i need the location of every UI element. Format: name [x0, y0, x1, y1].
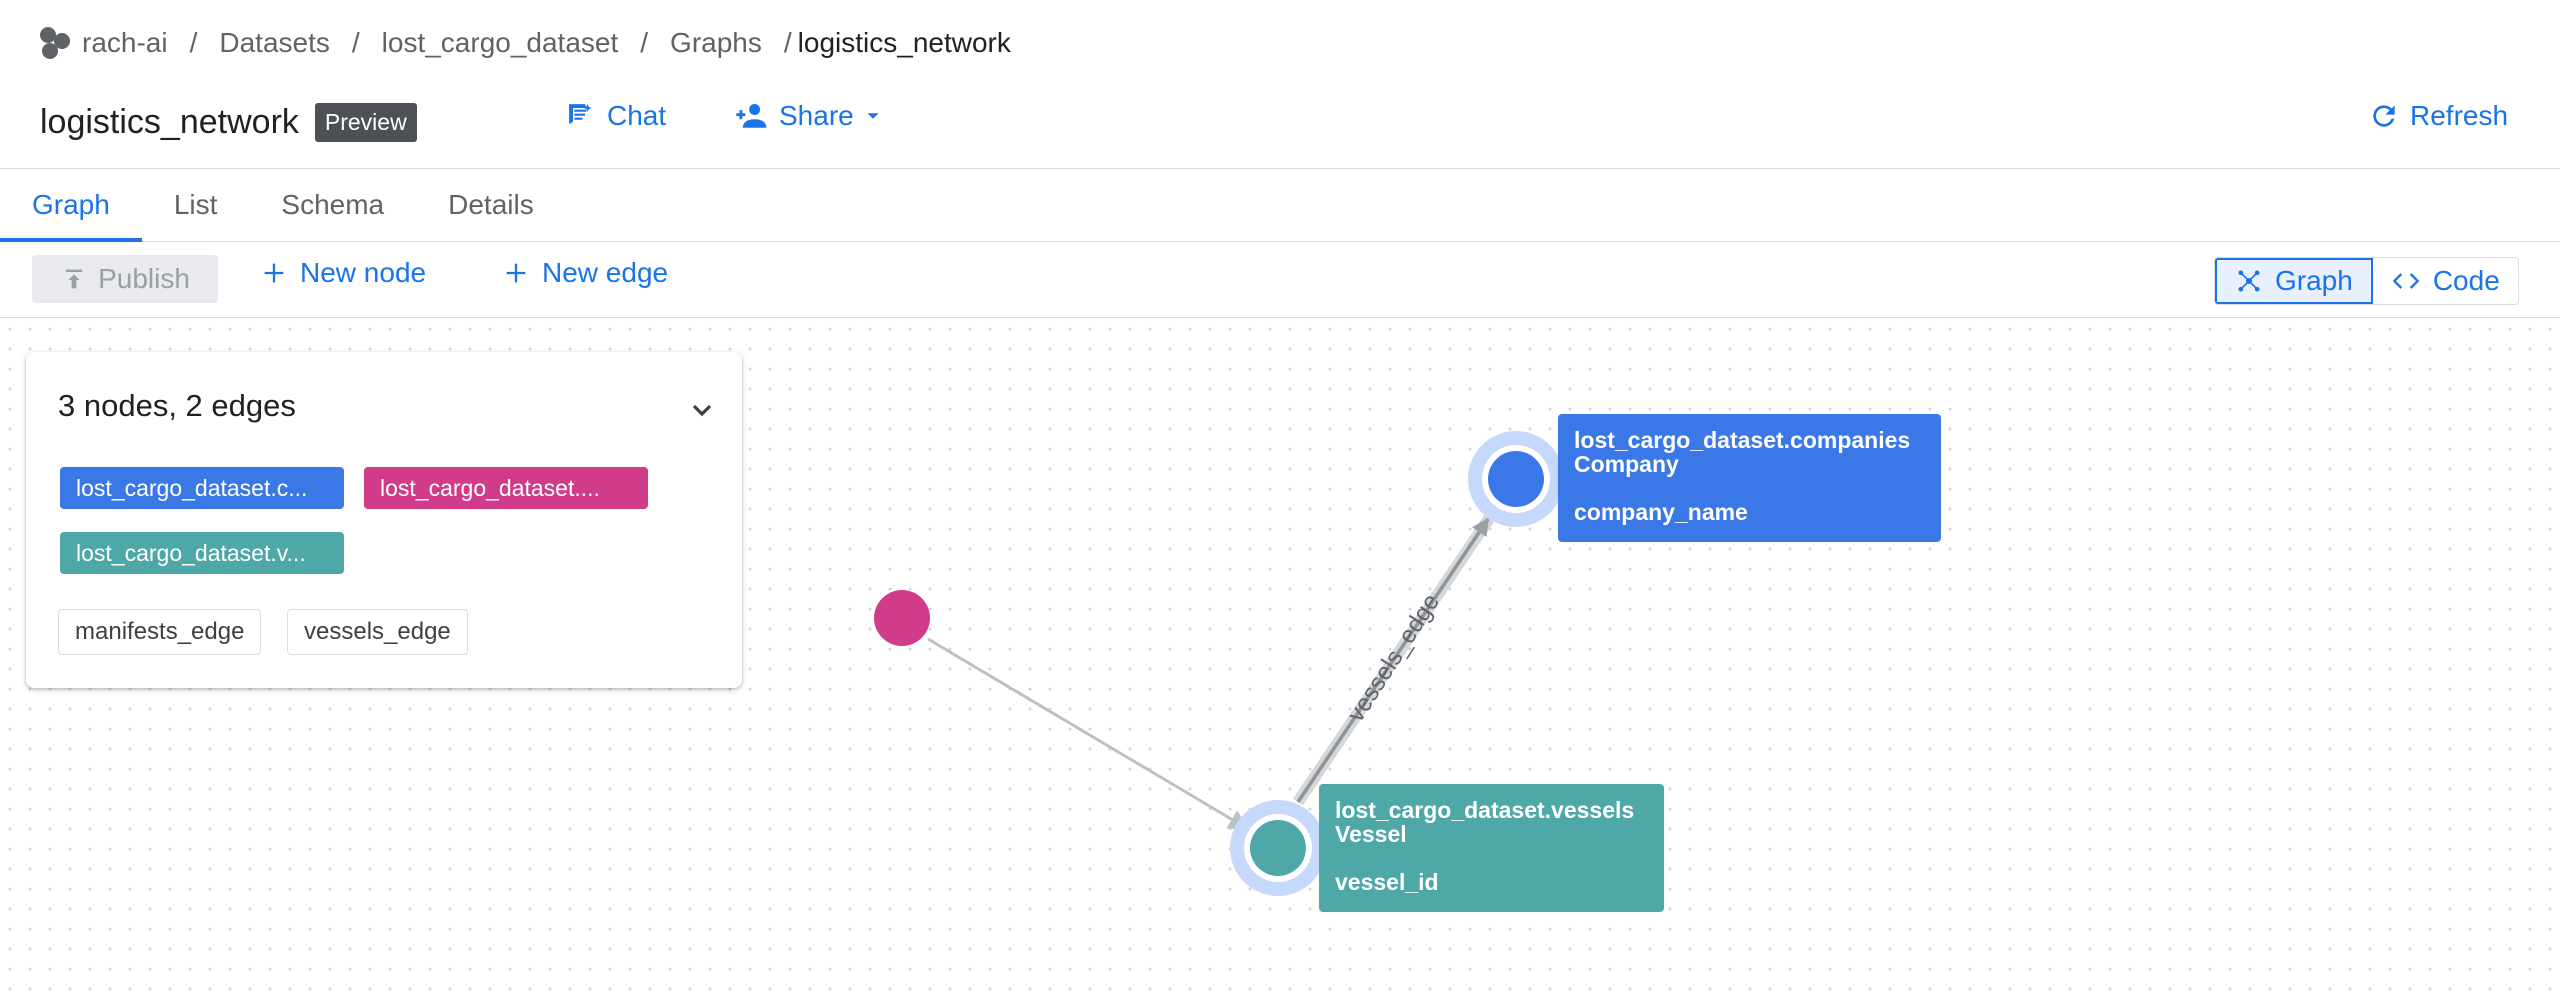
breadcrumb-separator: /: [783, 27, 792, 58]
vessel-node-label[interactable]: lost_cargo_dataset.vessels Vessel vessel…: [1319, 784, 1664, 912]
new-node-button[interactable]: New node: [260, 257, 426, 289]
summary-title: 3 nodes, 2 edges: [58, 388, 296, 423]
page-title: logistics_network: [40, 102, 299, 141]
company-node-table: lost_cargo_dataset.companies: [1574, 427, 1911, 453]
chat-button[interactable]: Chat: [565, 100, 666, 132]
node-chip-manifests[interactable]: lost_cargo_dataset....: [364, 467, 648, 509]
breadcrumb-graphs[interactable]: Graphs: [670, 27, 762, 58]
plus-icon: [506, 263, 526, 283]
view-code-label: Code: [2432, 265, 2500, 296]
add-person-icon: [736, 103, 767, 128]
share-label: Share: [779, 100, 854, 131]
breadcrumb-separator: /: [640, 27, 649, 58]
code-icon: [2392, 273, 2420, 289]
node-chip-vessels[interactable]: lost_cargo_dataset.v...: [60, 532, 344, 574]
graph-canvas[interactable]: vessels_edge lost_cargo_dataset.companie…: [0, 319, 2560, 992]
tab-schema[interactable]: Schema: [281, 189, 385, 220]
graph-hub-icon: [2238, 270, 2260, 292]
refresh-icon: [2373, 105, 2395, 127]
chat-icon: [569, 104, 592, 124]
company-node-label[interactable]: lost_cargo_dataset.companies Company com…: [1558, 414, 1941, 542]
manifests-edge-line[interactable]: [927, 637, 1250, 831]
manifest-node[interactable]: [874, 590, 930, 646]
tab-bar: Graph List Schema Details: [0, 168, 2560, 242]
company-node-key: company_name: [1574, 499, 1748, 525]
plus-icon: [264, 263, 284, 283]
publish-icon: [65, 269, 83, 289]
breadcrumb-org[interactable]: rach-ai: [82, 27, 168, 58]
breadcrumb-separator: /: [189, 27, 198, 58]
preview-badge: Preview: [314, 102, 417, 142]
view-toggle: Graph Code: [2214, 257, 2519, 305]
publish-button[interactable]: Publish: [32, 255, 218, 303]
breadcrumb: rach-ai / Datasets / lost_cargo_dataset …: [38, 22, 1011, 64]
toolbar: Publish New node New edge Graph: [0, 243, 2560, 318]
breadcrumb-current: logistics_network: [797, 27, 1011, 58]
vessel-node[interactable]: [1250, 820, 1306, 876]
refresh-button[interactable]: Refresh: [2368, 100, 2508, 132]
new-node-label: New node: [300, 257, 427, 288]
tab-details[interactable]: Details: [448, 189, 534, 220]
new-edge-button[interactable]: New edge: [502, 257, 668, 289]
node-chip-companies[interactable]: lost_cargo_dataset.c...: [60, 467, 344, 509]
vessel-node-type: Vessel: [1335, 821, 1407, 847]
graph-summary-card: 3 nodes, 2 edges lost_cargo_dataset.c...…: [26, 352, 742, 688]
view-code-button[interactable]: Code: [2373, 258, 2518, 304]
caret-down-icon: [867, 113, 879, 119]
title-row: logistics_network Preview: [40, 98, 417, 146]
publish-label: Publish: [98, 263, 190, 294]
vessel-node-key: vessel_id: [1335, 869, 1439, 895]
breadcrumb-separator: /: [351, 27, 360, 58]
vessels-edge-line[interactable]: [1296, 517, 1490, 803]
view-graph-button[interactable]: Graph: [2215, 258, 2373, 304]
edge-chip-manifests[interactable]: manifests_edge: [58, 609, 262, 655]
refresh-label: Refresh: [2410, 100, 2509, 131]
chat-label: Chat: [607, 100, 667, 131]
view-graph-label: Graph: [2275, 265, 2353, 296]
tab-list[interactable]: List: [173, 189, 218, 220]
vessel-node-table: lost_cargo_dataset.vessels: [1335, 797, 1635, 823]
chevron-down-icon[interactable]: [686, 394, 718, 426]
tab-graph[interactable]: Graph: [0, 169, 142, 242]
graph-svg: vessels_edge: [874, 431, 1564, 896]
breadcrumb-dataset[interactable]: lost_cargo_dataset: [381, 27, 619, 58]
breadcrumb-datasets[interactable]: Datasets: [219, 27, 330, 58]
share-button[interactable]: Share: [735, 100, 884, 132]
company-node[interactable]: [1488, 451, 1544, 507]
org-logo-icon: [38, 23, 78, 63]
company-node-type: Company: [1574, 451, 1679, 477]
vessels-edge-label: vessels_edge: [1342, 589, 1445, 727]
edge-chip-vessels[interactable]: vessels_edge: [287, 609, 468, 655]
new-edge-label: New edge: [542, 257, 669, 288]
